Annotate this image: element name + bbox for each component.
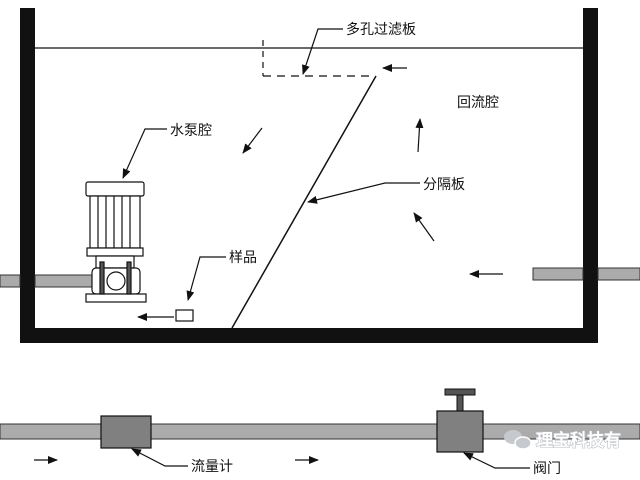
- sample-leader: [186, 256, 226, 301]
- sample-box: [175, 309, 194, 322]
- outlet-pipe: [532, 267, 640, 281]
- flowmeter-leader: [131, 448, 188, 467]
- pump-chamber-label: 水泵腔: [170, 123, 212, 139]
- valve-label: 阀门: [533, 461, 561, 477]
- flowmeter-label: 流量计: [191, 459, 233, 475]
- partition-plate: [231, 75, 377, 329]
- valve-icon: [436, 388, 484, 453]
- partition-plate-label: 分隔板: [423, 177, 465, 193]
- valve-leader: [463, 452, 530, 469]
- tank-bottom-wall: [20, 328, 598, 343]
- tank: [20, 8, 598, 343]
- tank-left-wall: [20, 8, 35, 343]
- inlet-pipe: [0, 274, 96, 288]
- sample-label: 样品: [229, 250, 257, 266]
- flow-arrow-up-right: [415, 118, 424, 153]
- filter-plate-leader: [302, 28, 343, 75]
- filter-plate-label: 多孔过滤板: [346, 21, 416, 38]
- flow-arrow-down-left: [242, 127, 263, 154]
- watermark: 理宝科技有: [504, 429, 622, 452]
- pump-icon: [85, 181, 147, 303]
- pump-chamber-leader: [122, 128, 167, 179]
- wechat-icon: [504, 430, 532, 450]
- flowmeter-body: [100, 415, 152, 449]
- partition-plate-leader: [307, 182, 420, 204]
- return-chamber-label: 回流腔: [457, 95, 499, 111]
- porous-filter-plate: [262, 40, 375, 77]
- flow-arrow-up-left: [413, 212, 435, 242]
- tank-right-wall: [583, 8, 598, 343]
- watermark-text: 理宝科技有: [536, 430, 621, 451]
- flow-arrows: [137, 64, 503, 321]
